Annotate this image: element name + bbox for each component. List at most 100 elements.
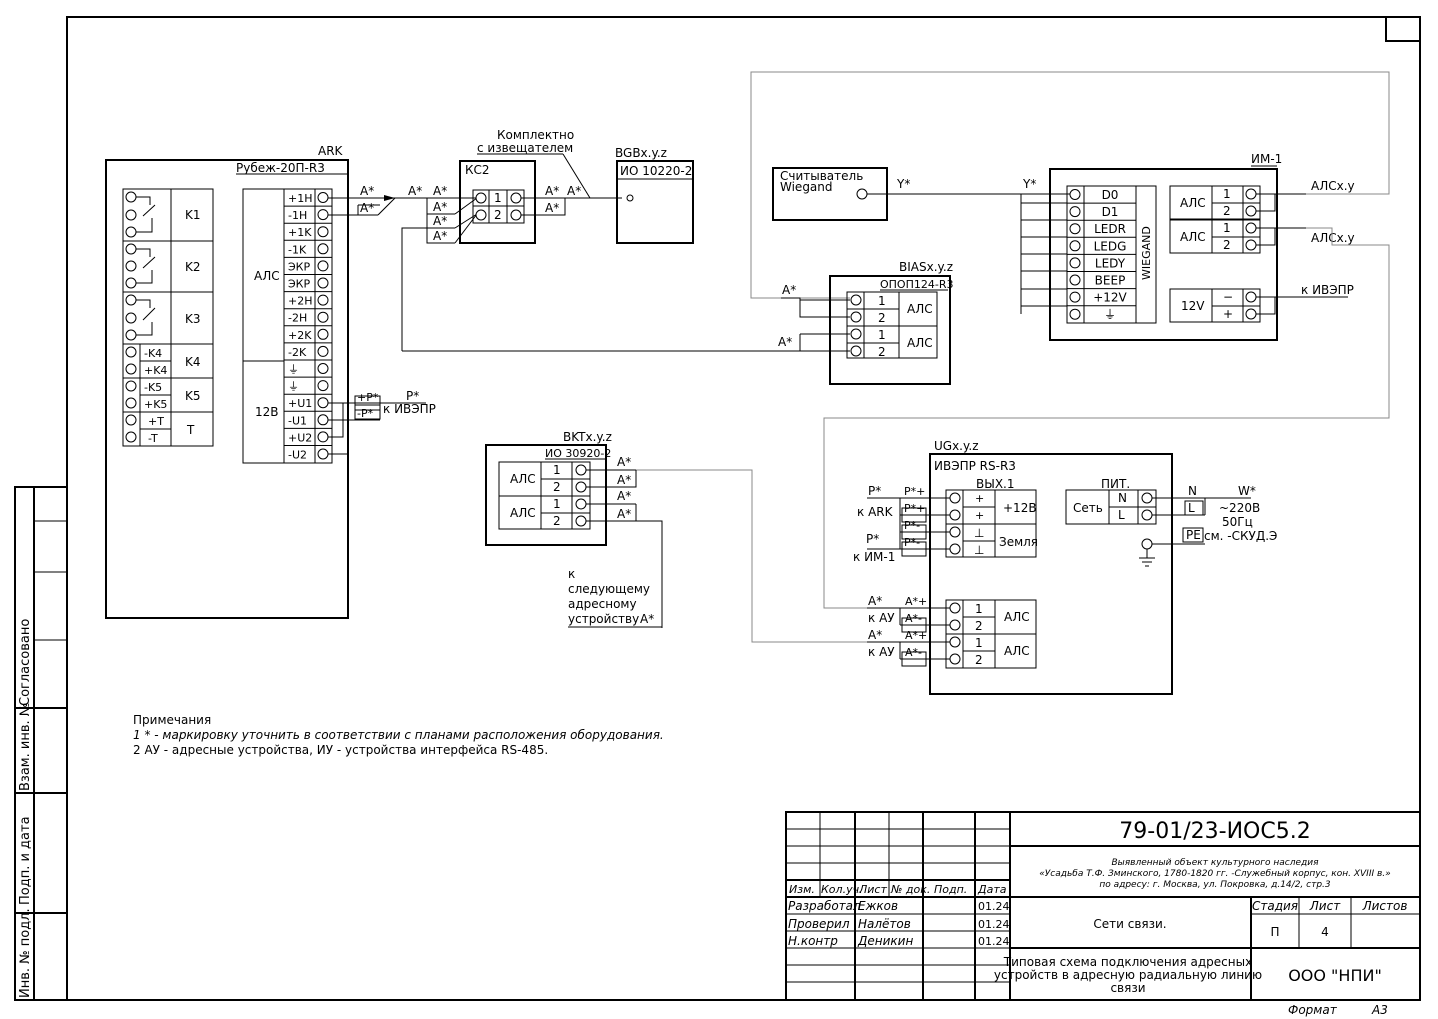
- ark-terminal-label: -U1: [288, 414, 307, 427]
- ark-terminal-label: -U2: [288, 449, 307, 462]
- wire-y-im: Y*: [1022, 177, 1036, 191]
- im1-terminal-pin: [1069, 189, 1081, 200]
- bias-model: ОПОП124-R3: [880, 278, 953, 291]
- wire-a-kc2-out-1: А*: [545, 184, 559, 198]
- ark-terminal-label: ЭКР: [288, 260, 310, 273]
- tb-sheets-label: Листов: [1362, 899, 1408, 913]
- ark-terminal-label: ⏚: [288, 363, 299, 376]
- wire-a-kc2-out-2: А*: [567, 184, 581, 198]
- tb-name-2: Налётов: [858, 917, 911, 931]
- ug-als-pin-2: 2: [975, 619, 983, 633]
- ug-a-2: А*: [868, 628, 882, 642]
- bgb-tag: BGBx.y.z: [615, 146, 667, 160]
- ug-a-1: А*: [868, 594, 882, 608]
- orig-inv-label: Инв. № подл.: [18, 908, 33, 998]
- wire-a-kc2-4: А*: [433, 214, 447, 228]
- im1-terminal-pin: [1069, 223, 1081, 235]
- ug-p-star-1: Р*: [868, 484, 881, 498]
- ug-pe: PE: [1186, 528, 1201, 542]
- ug-als-2: АЛС: [1004, 644, 1030, 658]
- ark-terminal-label: +2K: [288, 329, 312, 342]
- im1-terminal-label: LEDY: [1095, 256, 1126, 270]
- reader-title: Считыватель: [780, 169, 863, 183]
- ug-a-plus-2: А*+: [905, 629, 927, 642]
- relay-k3: K3: [185, 312, 201, 326]
- bkt-tag: BKTx.y.z: [563, 430, 612, 444]
- ug-12v: +12В: [1003, 501, 1037, 515]
- im1-terminal-label: LEDR: [1094, 222, 1126, 236]
- ark-terminal-label: -1K: [288, 243, 307, 256]
- t-plus: +T: [148, 415, 164, 428]
- next-device-2: следующему: [568, 582, 650, 596]
- bkt-als-2: АЛС: [510, 506, 536, 520]
- next-device-a: А*: [640, 612, 654, 626]
- ark-terminal-label: ⏚: [288, 380, 299, 393]
- ug-a-minus-2: А*-: [905, 646, 922, 659]
- ug-p-plus-1: Р*+: [904, 485, 925, 498]
- relay-contacts: [125, 191, 156, 443]
- wire-a-bkt-3: А*: [617, 489, 631, 503]
- tb-code: 79-01/23-ИОС5.2: [1119, 819, 1310, 844]
- ark-terminal-pin: [317, 277, 329, 289]
- notes-line-1: 1 * - маркировку уточнить в соответствии…: [133, 728, 664, 742]
- ug-p-star-2: Р*: [866, 532, 879, 546]
- ug-p-minus-2: Р*-: [904, 536, 920, 549]
- wire-a-kc2-2: А*: [433, 184, 447, 198]
- ug-to-ark: к ARK: [857, 505, 894, 519]
- ark-terminal-pin: [317, 260, 329, 272]
- im1-terminal-label: D1: [1102, 205, 1119, 219]
- im1-12v: 12V: [1181, 299, 1205, 313]
- ark-terminal-pin: [317, 209, 329, 221]
- ug-p-minus-1: Р*-: [904, 519, 920, 532]
- format-value: А3: [1371, 1003, 1388, 1017]
- k5-minus: -K5: [144, 381, 162, 394]
- kc2-title: КС2: [465, 163, 490, 177]
- bias-tag: BIASx.y.z: [899, 260, 953, 274]
- ug-out: ВЫХ.1: [976, 477, 1015, 491]
- ug-a-minus-1: А*-: [905, 612, 922, 625]
- ark-als-wiring: А* А* А* А* А* А* А*: [328, 184, 478, 351]
- ug-als-1: АЛС: [1004, 610, 1030, 624]
- k5-plus: +K5: [144, 398, 167, 411]
- next-device-4: устройству: [568, 612, 639, 626]
- tb-role-1: Разработал: [788, 899, 861, 913]
- ark-terminal-rows: +1H-1H+1K-1KЭКРЭКР+2H-2H+2K-2K⏚⏚+U1-U1+U…: [284, 192, 332, 462]
- bgb-model: ИО 10220-2: [620, 164, 692, 178]
- relay-k4: K4: [185, 355, 201, 369]
- kc2-note-2: с извещателем: [477, 141, 573, 155]
- ark-terminal-pin: [317, 294, 329, 306]
- ug-to-au-1: к АУ: [868, 611, 895, 625]
- ug-out-pin-2: +: [975, 509, 984, 522]
- loop-lines: [636, 71, 1390, 643]
- wiegand-reader: Считыватель Wiegand Y* Y*: [772, 167, 1075, 221]
- ark-tag: ARK: [318, 144, 344, 158]
- ark-terminal-label: +2H: [288, 295, 313, 308]
- tb-name-1: Ежков: [858, 899, 898, 913]
- wire-a-bkt-4: А*: [617, 507, 631, 521]
- replace-inv-label: Взам. инв. №: [18, 703, 33, 791]
- bias-pin-4: 2: [878, 345, 886, 359]
- im1-terminal-pin: [1069, 274, 1081, 286]
- im1-wiegand: WIEGAND: [1140, 226, 1153, 280]
- title-block: Изм. Кол.уч. Лист № док. Подп. Дата Разр…: [785, 811, 1421, 1017]
- bkt-detector: BKTx.y.z ИО 30920-2 АЛС АЛС 1 2 1 2 А* А…: [485, 430, 663, 628]
- ark-terminal-pin: [317, 380, 329, 392]
- ark-terminal-pin: [317, 414, 329, 426]
- kc2-pin-1: 1: [494, 191, 502, 205]
- ug-net: Сеть: [1073, 501, 1103, 515]
- ark-terminal-pin: [317, 243, 329, 255]
- notes-line-2: 2 АУ - адресные устройства, ИУ - устройс…: [133, 743, 548, 757]
- ug-to-im1: к ИМ-1: [853, 550, 895, 564]
- tb-role-2: Проверил: [788, 917, 850, 931]
- tb-h-date: Дата: [977, 883, 1007, 896]
- ug-power-supply: UGx.y.z ИВЭПР RS-R3 ВЫХ.1 + + ⊥ ⊥ +12В З…: [853, 439, 1277, 695]
- im1-als-2: АЛС: [1180, 230, 1206, 244]
- ug-to-au-2: к АУ: [868, 645, 895, 659]
- ug-als-pin-3: 1: [975, 636, 983, 650]
- ark-terminal-label: +1K: [288, 226, 312, 239]
- ark-als-label: АЛС: [254, 269, 280, 283]
- wire-a-bkt-2: А*: [617, 473, 631, 487]
- ug-p-plus-2: Р*+: [904, 502, 925, 515]
- ug-title: ИВЭПР RS-R3: [934, 459, 1016, 473]
- bgb-detector: BGBx.y.z ИО 10220-2: [615, 146, 694, 244]
